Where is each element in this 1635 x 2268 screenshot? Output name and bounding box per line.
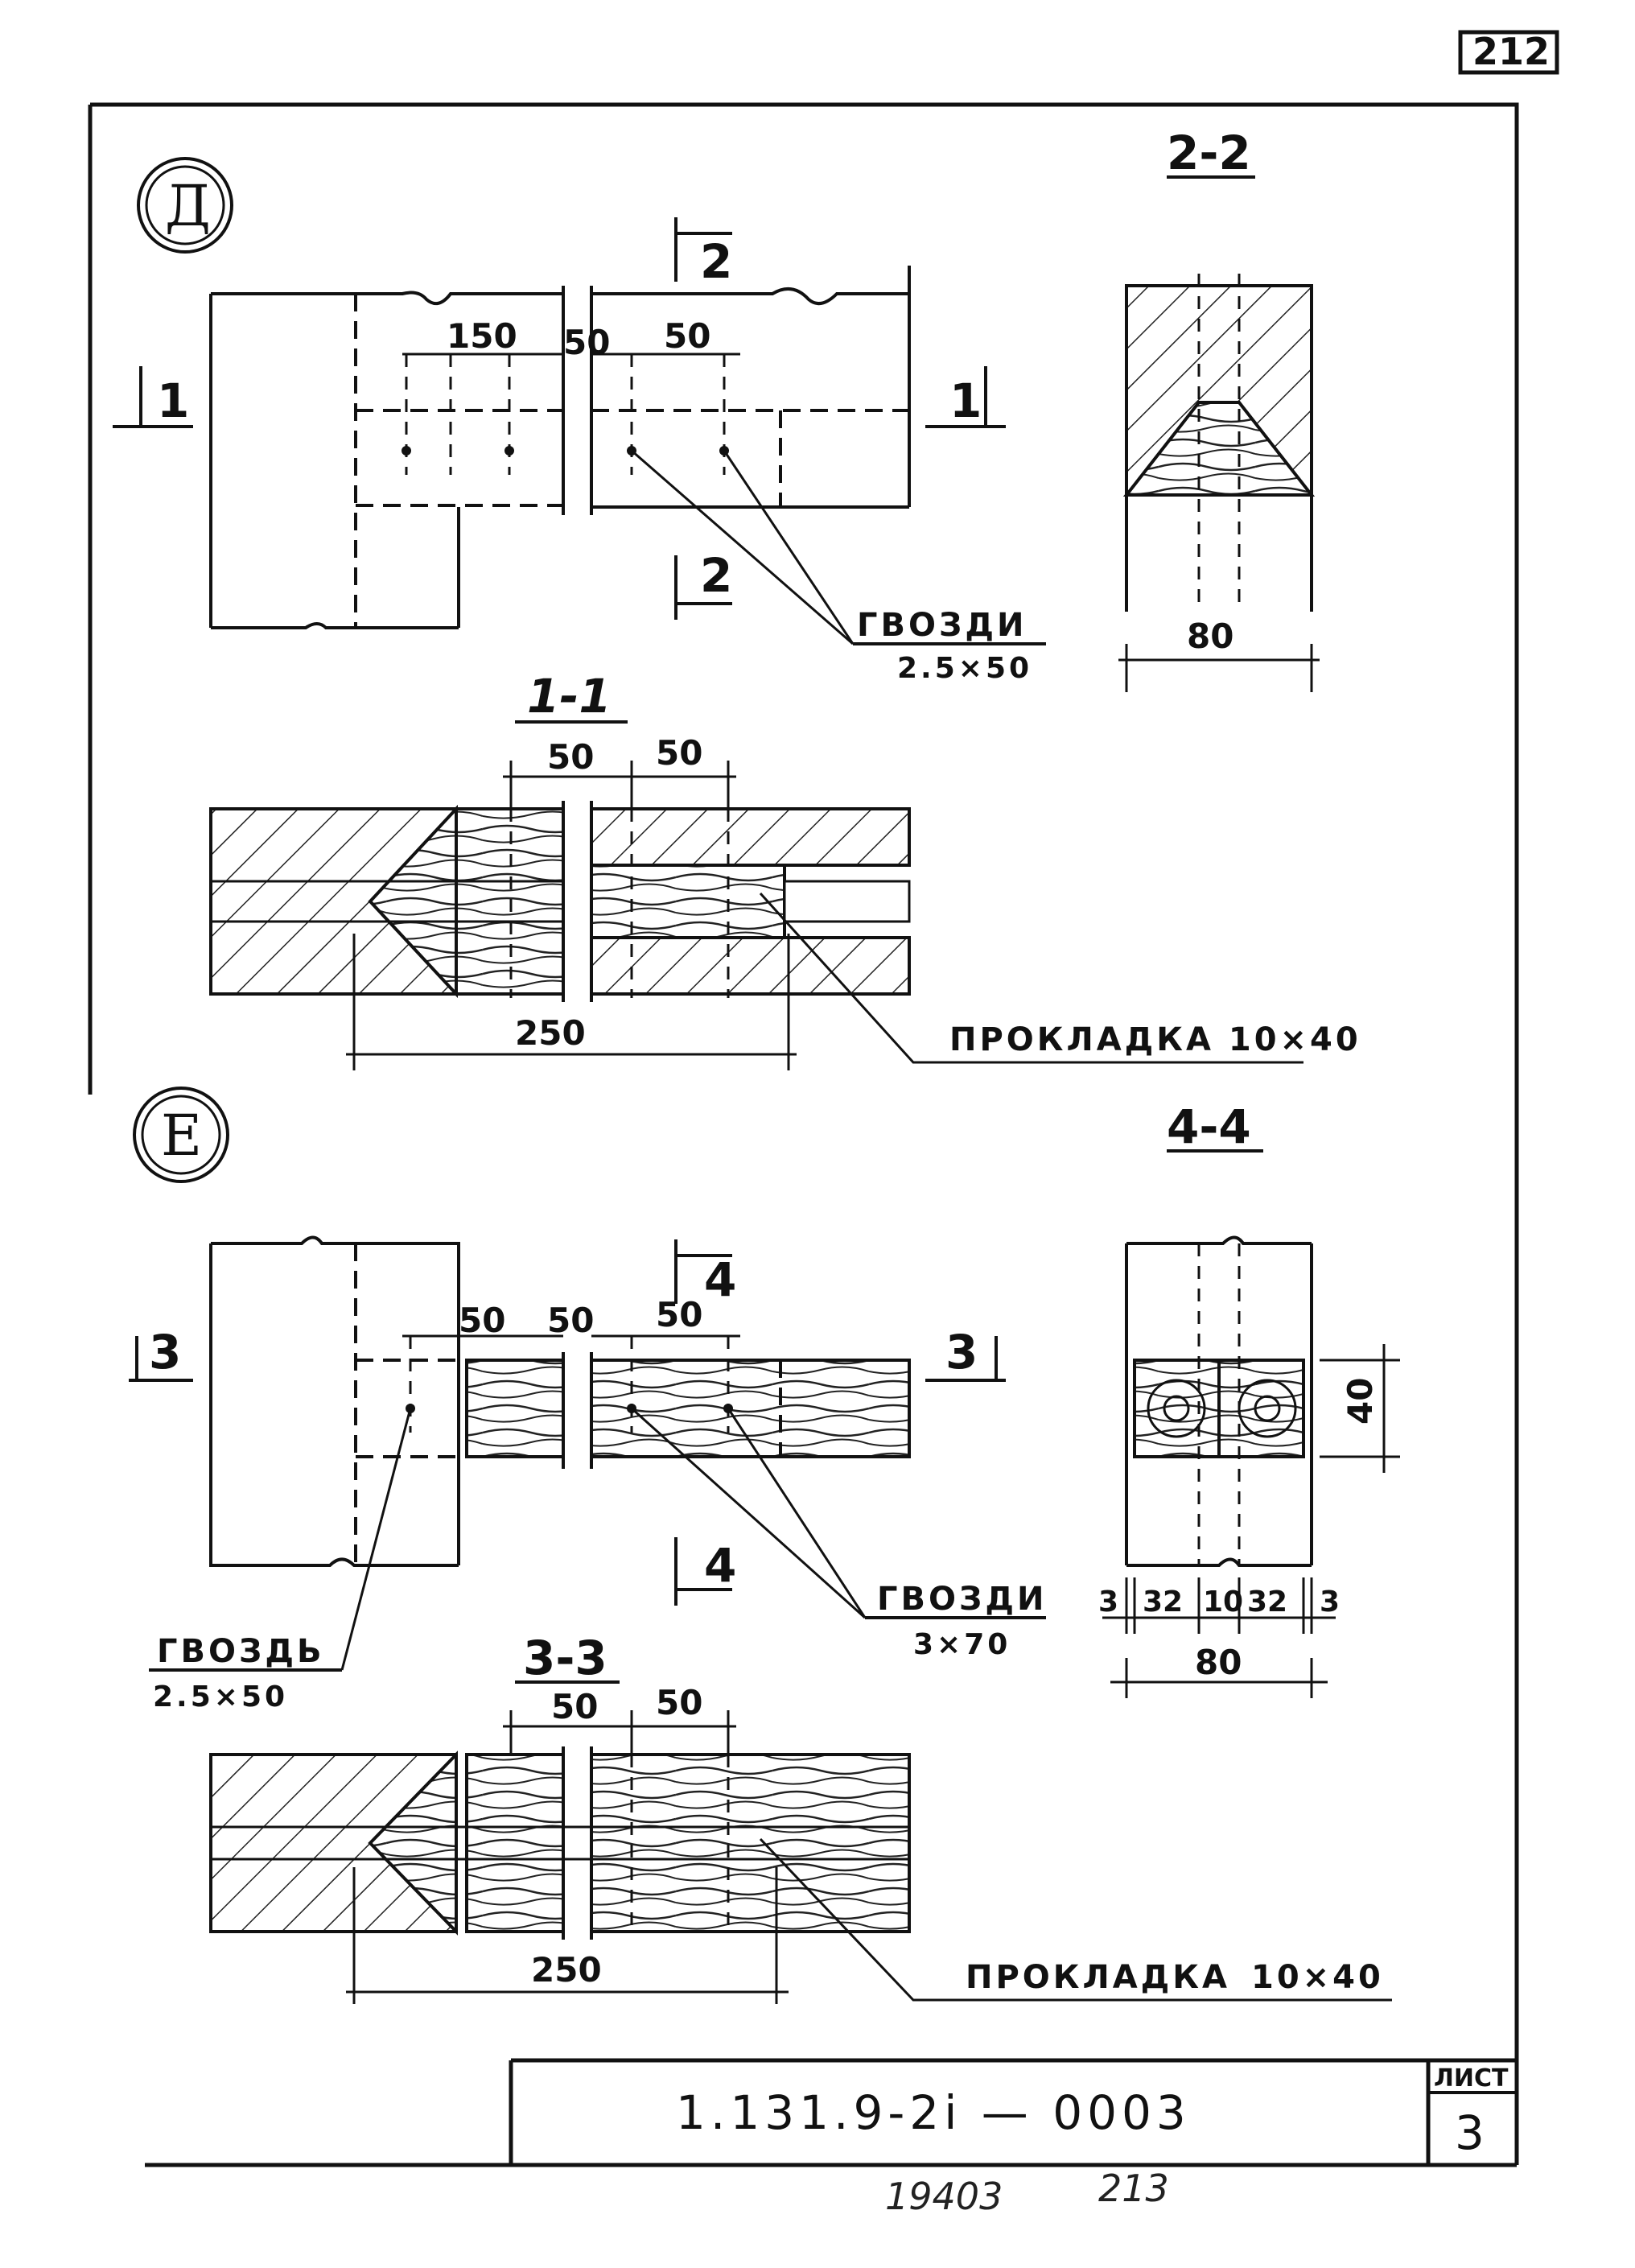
section-4-4-d32a: 32 [1143, 1586, 1183, 1619]
section-4-4-height: 40 [1341, 1378, 1380, 1425]
node-e-section-3-right: 3 [945, 1325, 978, 1379]
node-d-section-1-right: 1 [949, 373, 982, 428]
footer-number-2: 213 [1098, 2167, 1169, 2210]
section-2-2-title: 2-2 [1167, 126, 1251, 180]
svg-text:Е: Е [161, 1103, 202, 1169]
node-d-section-2-top: 2 [700, 234, 732, 289]
node-e-dim-50-b: 50 [547, 1301, 594, 1340]
node-e-nails-label: ГВОЗДИ [877, 1581, 1048, 1618]
section-3-3-dim-50-b: 50 [656, 1683, 702, 1722]
section-1-1-gasket: ПРОКЛАДКА 10×40 [949, 1021, 1361, 1058]
section-1-1-dim-50-a: 50 [547, 737, 594, 777]
node-d-section-2-bottom: 2 [700, 548, 732, 603]
section-3-3 [209, 1680, 1392, 2004]
node-d-dim-50-mid: 50 [563, 323, 610, 362]
title-block [509, 2058, 1517, 2165]
node-d-dim-50-right: 50 [664, 316, 710, 356]
node-d-nails-size: 2.5×50 [897, 652, 1032, 685]
section-4-4-title: 4-4 [1167, 1099, 1251, 1154]
node-d-dim-150: 150 [447, 316, 517, 356]
sheet-label: ЛИСТ [1434, 2064, 1509, 2093]
footer-number-1: 19403 [885, 2175, 1003, 2218]
node-e-section-4-top: 4 [704, 1252, 736, 1307]
section-4-4-width: 80 [1195, 1643, 1242, 1682]
section-3-3-title: 3-3 [523, 1631, 607, 1685]
section-1-1-dim-50-b: 50 [656, 733, 702, 773]
sheet-frame [88, 30, 1559, 2167]
section-2-2-width: 80 [1187, 616, 1233, 656]
svg-text:Д: Д [165, 173, 211, 239]
section-3-3-gasket-label: ПРОКЛАДКА [966, 1959, 1230, 1996]
section-3-3-dim-50-a: 50 [551, 1687, 598, 1726]
section-1-1-dim-250: 250 [515, 1013, 586, 1053]
node-d-plan [113, 217, 1046, 645]
section-2-2 [1118, 175, 1320, 692]
page-number: 212 [1472, 30, 1550, 73]
document-code: 1.131.9-2i — 0003 [676, 2085, 1191, 2140]
node-e-section-3-left: 3 [149, 1325, 181, 1379]
node-e-nail-label: ГВОЗДЬ [157, 1633, 325, 1670]
section-4-4 [1102, 1149, 1400, 1698]
node-e-nails-size: 3×70 [913, 1628, 1011, 1661]
section-3-3-dim-250: 250 [531, 1950, 602, 1990]
section-1-1-title: 1-1 [527, 669, 612, 724]
node-e-section-4-bottom: 4 [704, 1538, 736, 1593]
node-d-nails-label: ГВОЗДИ [857, 607, 1028, 644]
node-d-section-1-left: 1 [157, 373, 189, 428]
section-4-4-d3a: 3 [1098, 1586, 1118, 1619]
node-e-dim-50-c: 50 [656, 1295, 702, 1334]
section-4-4-d10: 10 [1203, 1586, 1243, 1619]
section-3-3-gasket-size: 10×40 [1251, 1959, 1384, 1996]
section-4-4-d32b: 32 [1247, 1586, 1287, 1619]
section-4-4-d3b: 3 [1320, 1586, 1340, 1619]
node-e-dim-50-a: 50 [459, 1301, 505, 1340]
section-1-1 [209, 720, 1303, 1070]
node-e-nail-size: 2.5×50 [153, 1680, 288, 1713]
node-d-marker: Д [137, 157, 233, 254]
node-e-marker: Е [133, 1087, 229, 1183]
sheet-number: 3 [1455, 2105, 1485, 2160]
node-e-plan [129, 1235, 1046, 1672]
